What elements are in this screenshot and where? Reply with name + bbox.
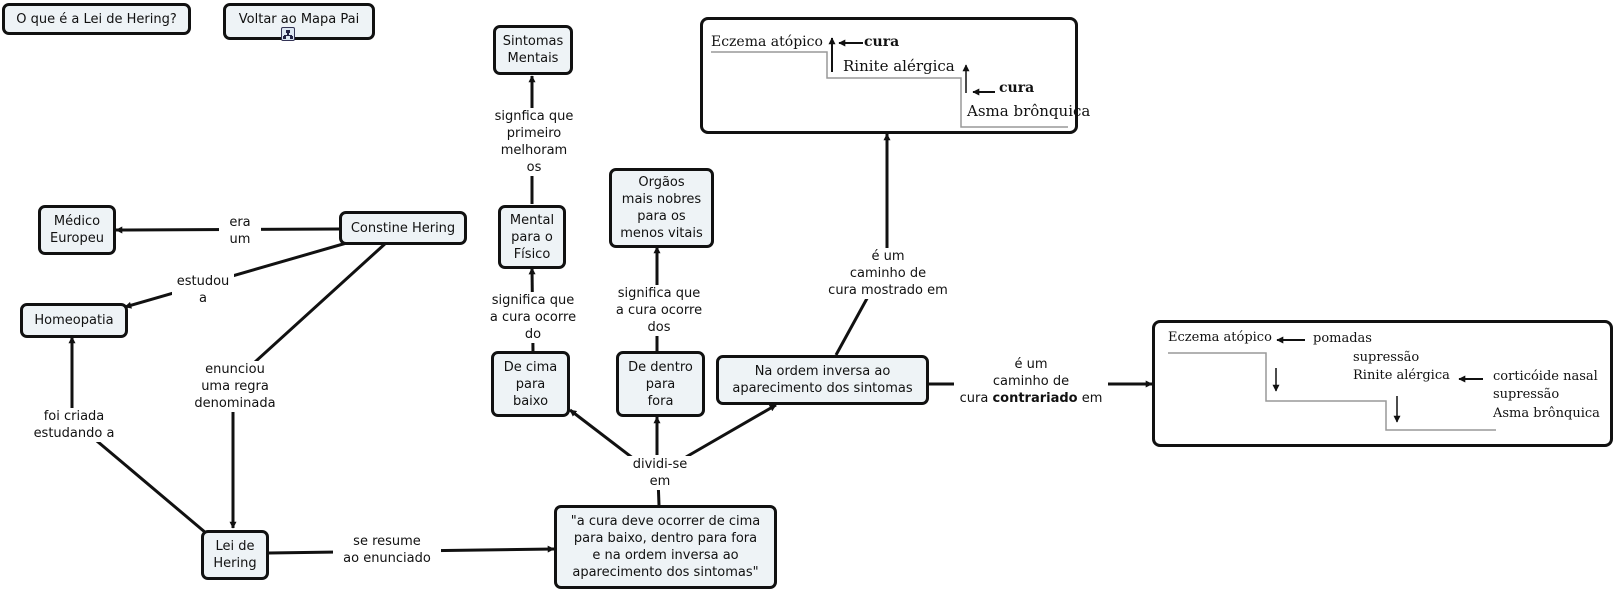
img1-cura-1: cura <box>864 34 900 50</box>
link-to-cima <box>569 408 639 464</box>
ordem-inversa-node[interactable]: Na ordem inversa ao aparecimento dos sin… <box>716 355 929 405</box>
escada-cura-drawing <box>711 37 1068 128</box>
img2-supressao-2: supressão <box>1493 387 1560 402</box>
label-contrariado-pre: é um caminho de cura <box>959 357 1070 406</box>
what-is-node[interactable]: O que é a Lei de Hering? <box>2 3 191 35</box>
escada-line-2 <box>1168 352 1496 431</box>
de-dentro-para-fora-node[interactable]: De dentro para fora <box>616 351 705 417</box>
image-node-cura-contrariada[interactable]: Eczema atópico pomadas supressão Rinite … <box>1152 320 1613 447</box>
img2-corticoide: corticóide nasal <box>1493 369 1598 384</box>
image-node-cura-escada[interactable]: Eczema atópico cura Rinite alérgica cura… <box>700 17 1090 134</box>
homeopatia-node[interactable]: Homeopatia <box>20 303 128 338</box>
img2-pomadas: pomadas <box>1313 331 1372 346</box>
constine-hering-node[interactable]: Constine Hering <box>339 211 467 245</box>
label-foi-criada: foi criada estudando a <box>22 408 126 442</box>
label-se-resume: se resume ao enunciado <box>333 533 441 567</box>
escada-supressao-drawing <box>1168 336 1496 431</box>
img1-asma: Asma brônquica <box>967 102 1091 120</box>
img2-supressao-1: supressão <box>1353 350 1420 365</box>
back-to-parent-map-node[interactable]: Voltar ao Mapa Pai <box>223 3 375 40</box>
label-sig-cima: significa que a cura ocorre do <box>480 292 586 343</box>
img2-asma: Asma brônquica <box>1493 406 1600 421</box>
img1-rinite: Rinite alérgica <box>843 57 955 75</box>
link-estudou <box>124 240 351 309</box>
img1-cura-2: cura <box>999 80 1035 96</box>
label-caminho-contrariado: é um caminho de cura contrariado em <box>954 356 1108 407</box>
label-sig-dentro: significa que a cura ocorre dos <box>606 285 712 336</box>
escada-line <box>711 51 1068 128</box>
label-dividi-se: dividi-se em <box>626 456 694 490</box>
label-estudou-a: estudou a <box>172 273 234 307</box>
label-contrariado-bold: contrariado <box>992 391 1078 406</box>
label-caminho-mostrado: é um caminho de cura mostrado em <box>816 248 960 299</box>
label-era-um: era um <box>219 214 261 248</box>
img2-eczema: Eczema atópico <box>1168 330 1272 345</box>
link-to-ordem <box>685 403 777 459</box>
cura-enunciado-node[interactable]: "a cura deve ocorrer de cima para baixo,… <box>554 505 777 589</box>
orgaos-node[interactable]: Orgãos mais nobres para os menos vitais <box>609 168 714 248</box>
lei-de-hering-node[interactable]: Lei de Hering <box>201 530 269 580</box>
link-mostrado <box>834 133 891 356</box>
concept-map-icon[interactable] <box>281 27 295 41</box>
img1-eczema: Eczema atópico <box>711 34 823 50</box>
mental-fisico-node[interactable]: Mental para o Físico <box>498 205 566 269</box>
label-contrariado-post: em <box>1077 391 1103 406</box>
de-cima-para-baixo-node[interactable]: De cima para baixo <box>491 351 570 417</box>
label-enunciou: enunciou uma regra denominada <box>185 361 285 412</box>
label-sig-mentais: signfica que primeiro melhoram os <box>483 108 585 176</box>
img2-rinite: Rinite alérgica <box>1353 368 1450 383</box>
sintomas-mentais-node[interactable]: Sintomas Mentais <box>493 25 573 75</box>
medico-europeu-node[interactable]: Médico Europeu <box>38 205 116 255</box>
